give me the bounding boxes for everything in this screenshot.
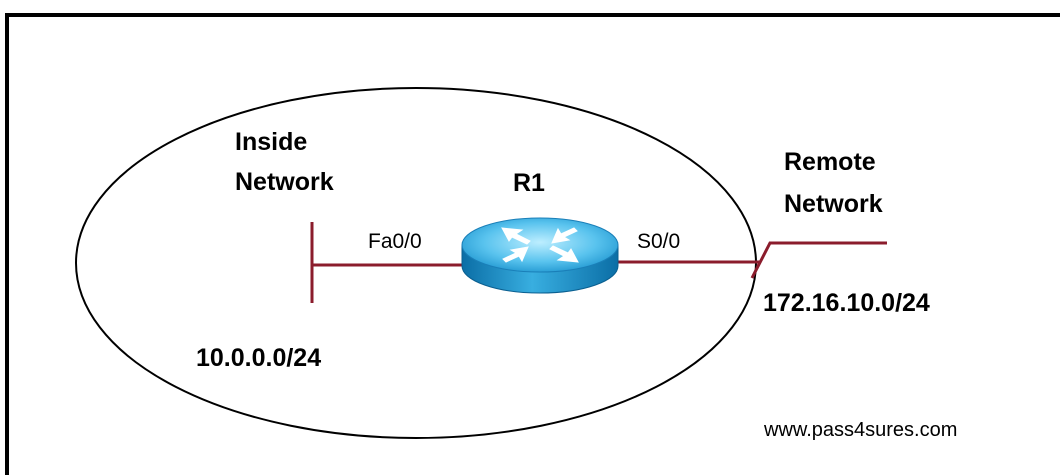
fa-interface-label: Fa0/0: [368, 230, 422, 253]
inside-network-label-line2: Network: [235, 168, 334, 196]
serial-interface-label: S0/0: [637, 230, 680, 253]
router-label: R1: [513, 169, 545, 197]
remote-network-label-line1: Remote: [784, 148, 876, 176]
inside-network-label-line1: Inside: [235, 128, 307, 156]
inside-subnet-label: 10.0.0.0/24: [196, 344, 321, 372]
remote-network-label-line2: Network: [784, 190, 883, 218]
router-icon: [461, 217, 619, 294]
serial-link: [618, 241, 887, 279]
watermark-text: www.pass4sures.com: [763, 419, 957, 441]
remote-subnet-label: 172.16.10.0/24: [763, 289, 930, 317]
